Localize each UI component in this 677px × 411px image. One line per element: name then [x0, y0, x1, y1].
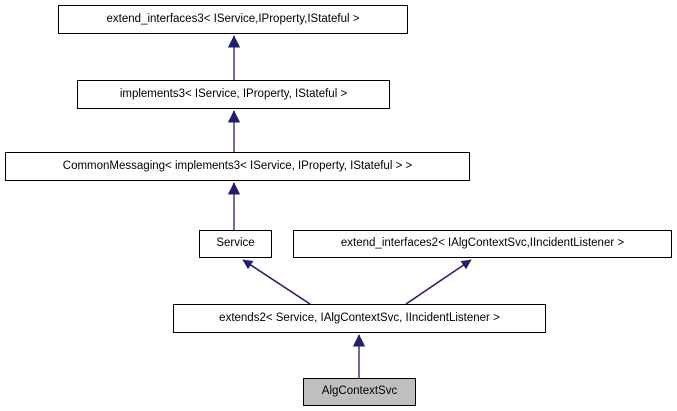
edge-extends2-to-extend_interfaces2 [405, 259, 472, 305]
class-node-extend-interfaces3[interactable]: extend_interfaces3< IService,IProperty,I… [58, 5, 408, 34]
class-node-label: implements3< IService, IProperty, IState… [119, 87, 348, 100]
class-node-extends2[interactable]: extends2< Service, IAlgContextSvc, IInci… [173, 304, 546, 333]
class-node-algcontextsvc[interactable]: AlgContextSvc [303, 378, 416, 406]
class-node-label: Service [216, 237, 255, 250]
class-node-label: CommonMessaging< implements3< IService, … [62, 159, 413, 172]
edge-extends2-to-service [242, 259, 311, 305]
class-node-service[interactable]: Service [199, 230, 272, 258]
class-node-label: extend_interfaces3< IService,IProperty,I… [106, 12, 360, 25]
class-node-implements3[interactable]: implements3< IService, IProperty, IState… [77, 80, 390, 109]
class-node-extend-interfaces2[interactable]: extend_interfaces2< IAlgContextSvc,IInci… [293, 230, 672, 258]
class-node-label: AlgContextSvc [321, 385, 398, 398]
class-node-label: extend_interfaces2< IAlgContextSvc,IInci… [340, 237, 625, 250]
class-node-label: extends2< Service, IAlgContextSvc, IInci… [219, 311, 500, 324]
class-node-commonmessaging[interactable]: CommonMessaging< implements3< IService, … [5, 152, 470, 181]
